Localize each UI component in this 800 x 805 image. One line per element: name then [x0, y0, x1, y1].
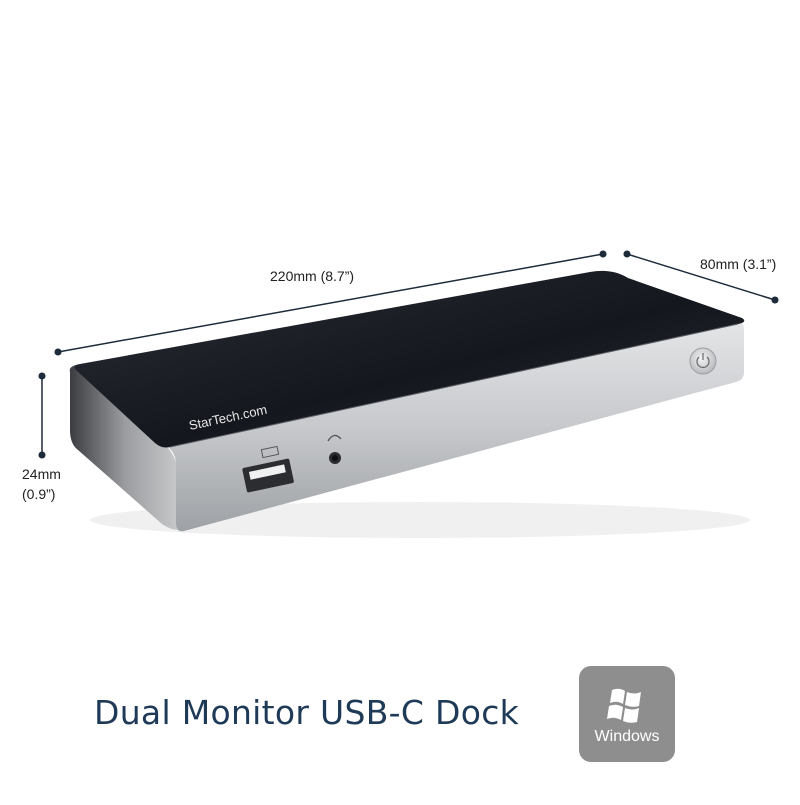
power-icon: [696, 353, 710, 368]
headset-icon: [327, 434, 342, 442]
usb-a-port: [242, 458, 294, 493]
dock-side-face: [165, 321, 744, 532]
windows-badge: Windows: [579, 666, 675, 762]
height-label-mm: 24mm: [22, 466, 61, 482]
windows-logo-icon: [607, 688, 641, 723]
dock-front-face: [69, 364, 180, 530]
length-label: 220mm (8.7”): [270, 268, 355, 284]
product-title: Dual Monitor USB-C Dock: [94, 693, 520, 732]
dock-top-surface: [74, 270, 745, 448]
dimension-line-length: [54, 250, 607, 356]
dimension-line-width: [623, 250, 779, 304]
windows-label: Windows: [594, 728, 660, 745]
headset-jack: [329, 452, 341, 464]
usb-charge-icon: [260, 445, 280, 459]
dimension-line-height: [38, 372, 46, 459]
dock-edge-highlight: [169, 323, 739, 448]
height-label-in: (0.9”): [22, 486, 56, 502]
power-button[interactable]: [689, 347, 717, 375]
width-label: 80mm (3.1”): [700, 256, 777, 272]
